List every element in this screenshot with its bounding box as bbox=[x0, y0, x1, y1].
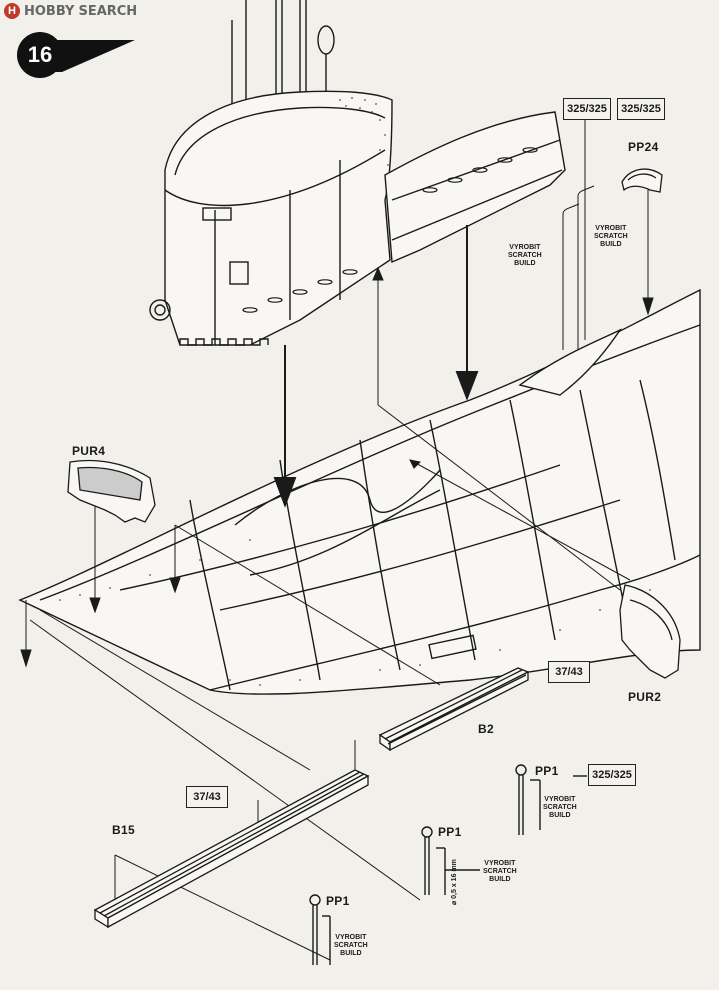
conning-tower bbox=[149, 0, 566, 346]
part-pp24 bbox=[621, 168, 663, 193]
part-pur4 bbox=[67, 459, 156, 523]
assembly-arrows bbox=[273, 225, 479, 508]
sail-stipple bbox=[339, 97, 389, 166]
note-line: VYROBIT bbox=[509, 244, 541, 251]
guide-lines bbox=[20, 110, 654, 961]
hobbysearch-watermark: H HOBBY SEARCH bbox=[4, 3, 137, 19]
part-b2 bbox=[378, 667, 530, 752]
note-line: BUILD bbox=[514, 260, 536, 267]
label-pp1-b: PP1 bbox=[438, 825, 462, 839]
label-b15: B15 bbox=[112, 823, 135, 837]
hull-stipple bbox=[59, 539, 651, 686]
watermark-search: SEARCH bbox=[78, 3, 138, 19]
paint-box-b2: 37/43 bbox=[548, 661, 590, 683]
label-pur2: PUR2 bbox=[628, 690, 662, 704]
step-number: 16 bbox=[17, 32, 63, 78]
hobbysearch-logo-icon: H bbox=[4, 3, 20, 19]
label-b2: B2 bbox=[478, 722, 494, 736]
note-line: SCRATCH bbox=[594, 233, 628, 240]
note-dimension: ⌀ 0,5 x 16 mm bbox=[451, 859, 458, 905]
hull bbox=[18, 288, 701, 695]
note-line: VYROBIT bbox=[595, 225, 627, 232]
note-line: SCRATCH bbox=[483, 868, 517, 875]
note-scratch-pp1-b: VYROBIT SCRATCH BUILD bbox=[483, 860, 517, 884]
note-line: SCRATCH bbox=[508, 252, 542, 259]
note-line: BUILD bbox=[489, 876, 511, 883]
note-line: BUILD bbox=[340, 950, 362, 957]
label-pp1-c: PP1 bbox=[326, 894, 350, 908]
paint-box-top-left: 325/325 bbox=[563, 98, 611, 120]
paint-box-top-right: 325/325 bbox=[617, 98, 665, 120]
part-pp1-rods bbox=[309, 764, 587, 965]
note-line: VYROBIT bbox=[484, 860, 516, 867]
note-line: SCRATCH bbox=[334, 942, 368, 949]
label-pp1-a: PP1 bbox=[535, 764, 559, 778]
note-line: VYROBIT bbox=[544, 796, 576, 803]
note-scratch-pp1-c: VYROBIT SCRATCH BUILD bbox=[334, 934, 368, 958]
part-b15 bbox=[93, 769, 370, 929]
note-line: SCRATCH bbox=[543, 804, 577, 811]
note-line: BUILD bbox=[600, 241, 622, 248]
part-pur2 bbox=[619, 584, 681, 679]
label-pur4: PUR4 bbox=[72, 444, 106, 458]
note-line: VYROBIT bbox=[335, 934, 367, 941]
note-scratch-pp1-a: VYROBIT SCRATCH BUILD bbox=[543, 796, 577, 820]
note-scratch-top-right: VYROBIT SCRATCH BUILD bbox=[594, 225, 628, 249]
paint-box-pp1: 325/325 bbox=[588, 764, 636, 786]
note-line: BUILD bbox=[549, 812, 571, 819]
watermark-hobby: HOBBY bbox=[24, 3, 75, 19]
paint-box-b15: 37/43 bbox=[186, 786, 228, 808]
note-scratch-top-left: VYROBIT SCRATCH BUILD bbox=[508, 244, 542, 268]
step-banner bbox=[40, 40, 135, 72]
label-pp24: PP24 bbox=[628, 140, 659, 154]
